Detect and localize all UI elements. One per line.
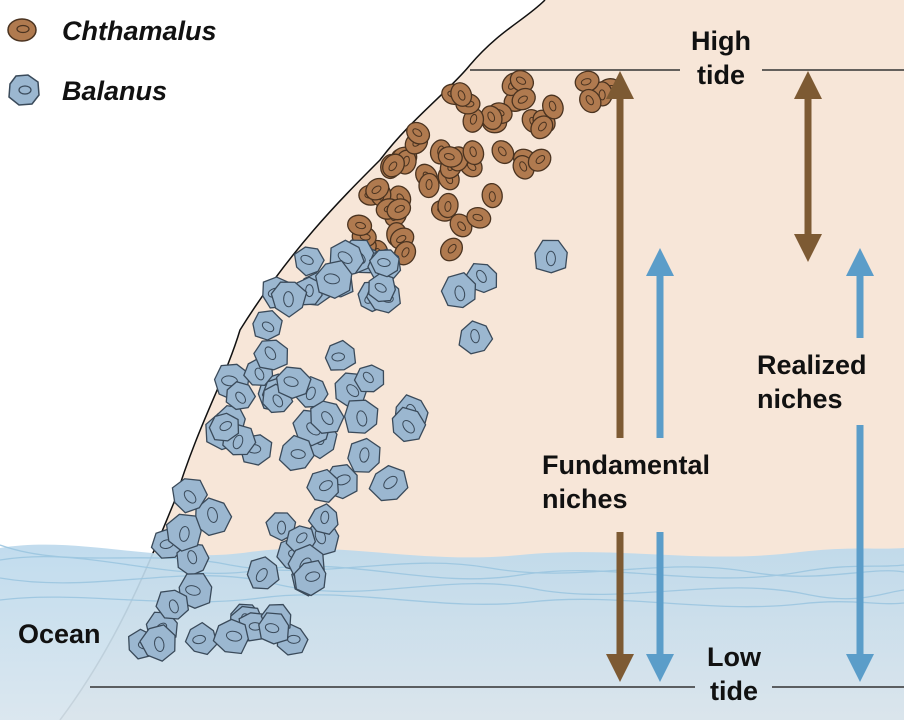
chthamalus-barnacle [462, 140, 485, 166]
chthamalus-barnacle [437, 192, 459, 219]
balanus-barnacle [306, 468, 339, 503]
chthamalus-barnacle [466, 206, 492, 229]
realized-niches-label: Realized niches [757, 348, 867, 416]
balanus-barnacle [270, 281, 308, 318]
balanus-barnacle [155, 589, 190, 620]
chthamalus-barnacle [437, 146, 463, 168]
legend-chthamalus-label: Chthamalus [62, 16, 217, 46]
chthamalus-barnacle [386, 198, 412, 221]
balanus-barnacle [293, 559, 327, 597]
balanus-barnacle [347, 437, 381, 473]
balanus-barnacle [368, 464, 409, 502]
balanus-barnacle-icon [8, 74, 40, 106]
chthamalus-barnacle [527, 148, 552, 172]
chthamalus-barnacle [365, 177, 390, 201]
chthamalus-barnacle [450, 82, 473, 107]
balanus-barnacle [171, 478, 209, 514]
low-tide-label-line1: Low [707, 642, 761, 672]
balanus-barnacle [343, 399, 379, 434]
chthamalus-barnacle-icon [7, 18, 37, 42]
balanus-barnacle [212, 618, 249, 655]
high-tide-label: High tide [680, 24, 762, 92]
balanus-barnacle [440, 272, 477, 309]
balanus-barnacle [368, 249, 400, 278]
chthamalus-barnacle [511, 87, 536, 111]
balanus-barnacle [534, 239, 568, 274]
balanus-barnacle [252, 309, 283, 341]
rock-face [60, 0, 904, 720]
low-tide-label: Low tide [695, 640, 773, 708]
fundamental-niches-label: Fundamental niches [542, 448, 710, 516]
balanus-barnacle [314, 260, 353, 299]
chthamalus-barnacle [509, 69, 535, 93]
balanus-barnacle [278, 434, 315, 472]
balanus-barnacle [184, 621, 218, 656]
chthamalus-barnacle [579, 88, 602, 114]
chthamalus-barnacle [481, 182, 503, 209]
balanus-barnacle [246, 556, 280, 590]
balanus-barnacle [293, 246, 325, 277]
balanus-barnacle [310, 400, 345, 434]
balanus-barnacle [194, 497, 233, 537]
balanus-barnacle [324, 339, 357, 371]
balanus-barnacle [275, 366, 312, 400]
balanus-barnacle [208, 412, 240, 442]
realized-niches-line1: Realized [757, 350, 867, 380]
chthamalus-barnacle [491, 140, 515, 165]
chthamalus-barnacle [382, 153, 405, 178]
balanus-barnacle [307, 503, 339, 536]
balanus-barnacle [258, 612, 290, 645]
balanus-barnacle [176, 543, 210, 577]
balanus-barnacle [353, 364, 385, 393]
chthamalus-barnacle [418, 172, 440, 199]
balanus-barnacle [391, 406, 427, 443]
fundamental-niches-line1: Fundamental [542, 450, 711, 480]
legend-balanus-label: Balanus [62, 76, 168, 106]
chthamalus-barnacle [347, 214, 373, 237]
chthamalus-barnacles [347, 69, 623, 266]
balanus-barnacle [139, 624, 176, 662]
balanus-barnacle [225, 380, 257, 411]
ocean-label: Ocean [18, 619, 101, 649]
balanus-barnacle [253, 339, 289, 371]
balanus-barnacles [127, 239, 568, 662]
high-tide-label-line2: tide [696, 60, 745, 90]
fundamental-niches-line2: niches [542, 484, 628, 514]
low-tide-label-line2: tide [709, 676, 758, 706]
chthamalus-barnacle [439, 237, 464, 262]
balanus-barnacle [458, 320, 494, 355]
chthamalus-barnacle [406, 121, 431, 145]
chthamalus-barnacle [574, 70, 600, 93]
chthamalus-barnacle [480, 105, 503, 131]
chthamalus-barnacle [542, 94, 564, 120]
realized-niches-line2: niches [757, 384, 843, 414]
high-tide-label-line1: High [691, 26, 751, 56]
ocean-water [0, 544, 904, 720]
chthamalus-barnacle [530, 115, 554, 140]
balanus-barnacle [165, 513, 202, 552]
